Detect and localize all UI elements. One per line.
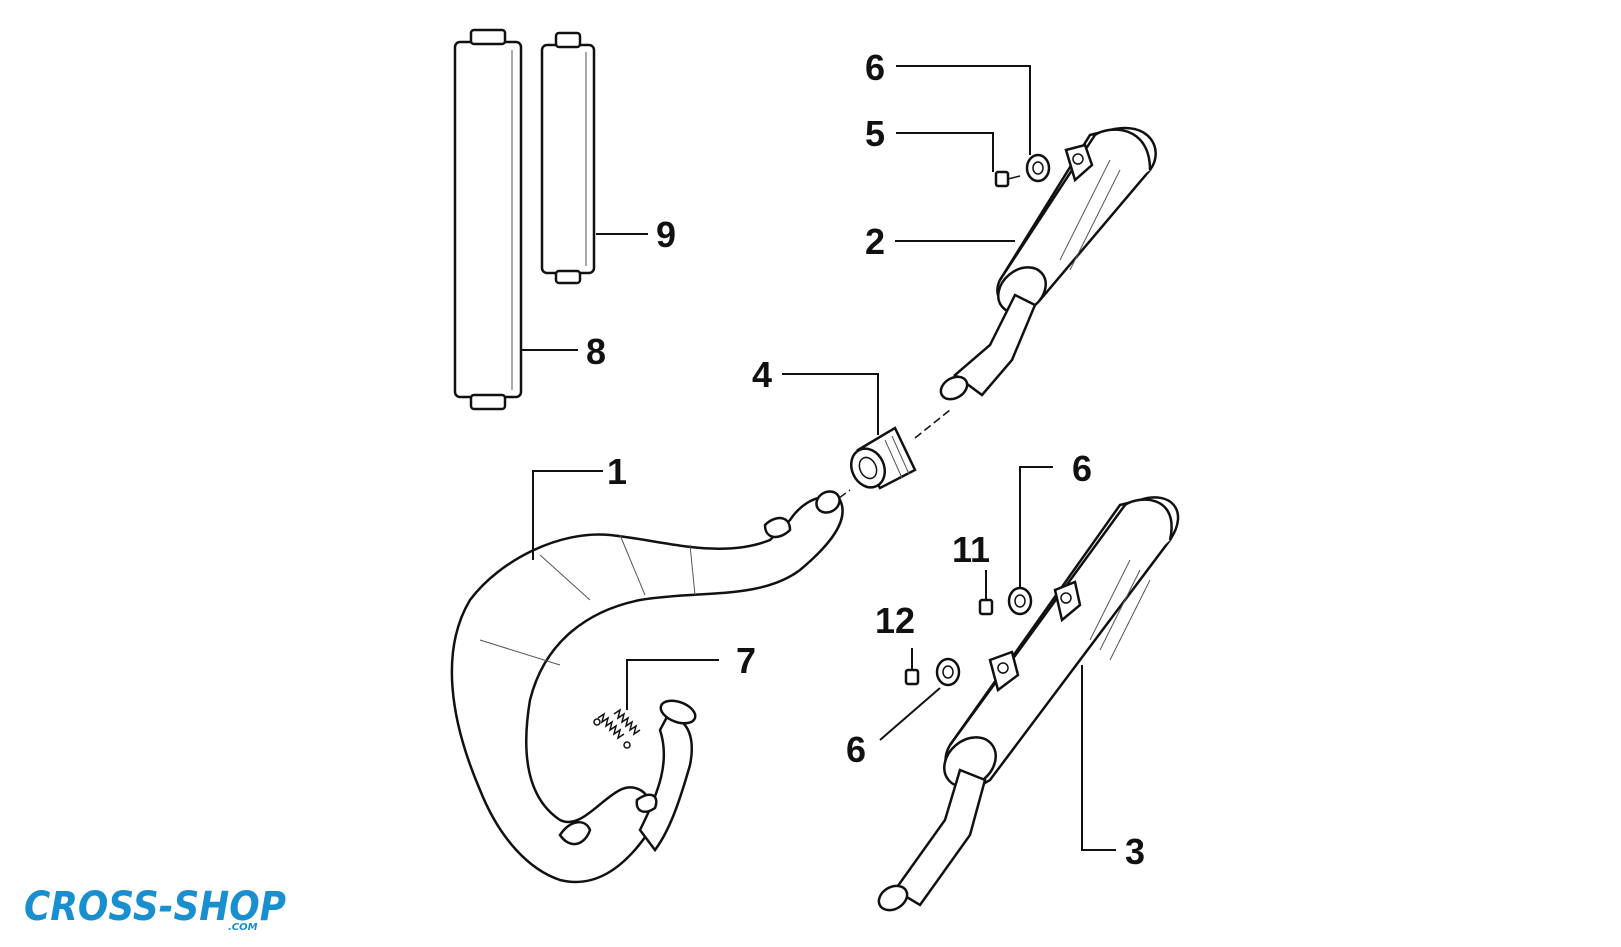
- callout-1: 1: [607, 451, 627, 492]
- logo-suffix: .COM: [228, 922, 258, 933]
- expansion-chamber: [450, 490, 844, 884]
- silencer-lower: [877, 496, 1180, 912]
- bolt-12: [904, 668, 920, 686]
- silencer-packing-long: [453, 28, 523, 411]
- callout-6-middle: 6: [1072, 448, 1092, 489]
- callout-4: 4: [752, 354, 772, 395]
- silencer-packing-short: [540, 31, 596, 285]
- exhaust-sleeve: [819, 409, 951, 513]
- cross-shop-logo: CROSS-SHOP .COM: [24, 884, 286, 933]
- callout-3: 3: [1125, 831, 1145, 872]
- bolt-11: [978, 598, 994, 616]
- callout-5: 5: [865, 113, 885, 154]
- grommet-6-upper: [1025, 153, 1051, 183]
- silencer-upper: [939, 126, 1157, 401]
- exhaust-springs: [593, 708, 641, 749]
- grommet-6-lower: [935, 657, 961, 687]
- bolt-5: [994, 170, 1021, 188]
- callout-9: 9: [656, 214, 676, 255]
- callout-2: 2: [865, 221, 885, 262]
- callout-6-lower: 6: [846, 729, 866, 770]
- callout-8: 8: [586, 331, 606, 372]
- logo-wordmark: CROSS-SHOP: [24, 884, 286, 930]
- callout-12: 12: [875, 600, 915, 641]
- leader-lines: [522, 65, 1116, 851]
- grommet-6-middle: [1007, 586, 1033, 616]
- callout-11: 11: [952, 529, 990, 570]
- callout-6-upper: 6: [865, 47, 885, 88]
- callout-7: 7: [736, 640, 756, 681]
